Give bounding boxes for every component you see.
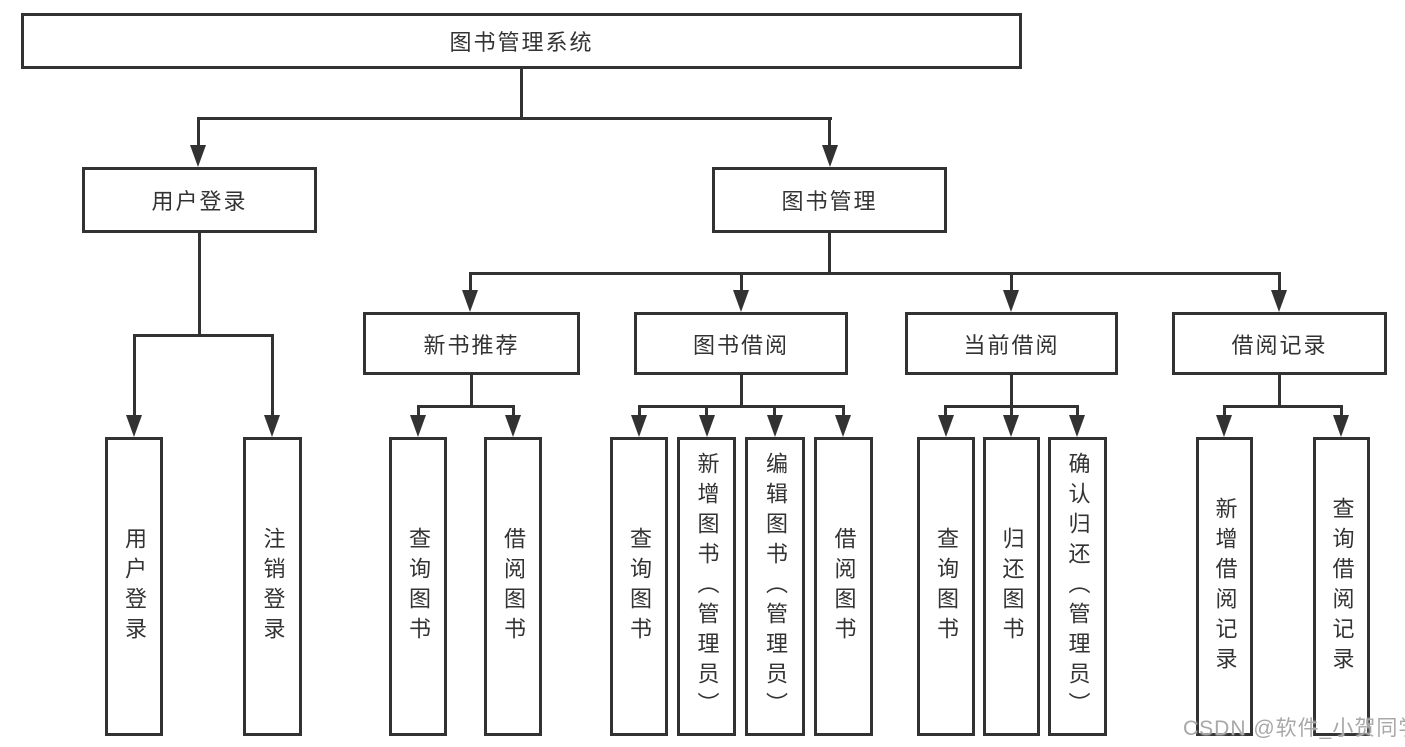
- connector-line: [271, 334, 274, 417]
- node-new-book-recommend: 新书推荐: [363, 312, 580, 375]
- arrow-down-icon: [699, 415, 715, 437]
- connector-line: [470, 374, 473, 408]
- arrow-down-icon: [938, 415, 954, 437]
- leaf-add-book-admin: 新增图书（管理员）: [677, 437, 736, 736]
- arrow-down-icon: [190, 145, 206, 167]
- connector-line: [1223, 405, 1343, 408]
- connector-line: [638, 405, 845, 408]
- connector-line: [520, 68, 523, 118]
- connector-line: [417, 405, 420, 417]
- connector-line: [705, 405, 708, 417]
- connector-line: [417, 405, 515, 408]
- connector-line: [842, 405, 845, 417]
- connector-line: [1278, 272, 1281, 292]
- arrow-down-icon: [505, 415, 521, 437]
- connector-line: [197, 117, 200, 148]
- arrow-down-icon: [126, 415, 142, 437]
- connector-line: [197, 117, 832, 120]
- node-current-borrow: 当前借阅: [905, 312, 1118, 375]
- arrow-down-icon: [733, 290, 749, 312]
- connector-line: [1076, 405, 1079, 417]
- leaf-borrow-book-recommend: 借阅图书: [484, 437, 542, 736]
- node-user-login: 用户登录: [82, 167, 317, 233]
- connector-line: [1340, 405, 1343, 417]
- arrow-down-icon: [1333, 415, 1349, 437]
- connector-line: [198, 232, 201, 336]
- arrow-down-icon: [462, 290, 478, 312]
- arrow-down-icon: [410, 415, 426, 437]
- connector-line: [133, 334, 273, 337]
- node-book-borrow: 图书借阅: [634, 312, 848, 375]
- leaf-add-borrow-record: 新增借阅记录: [1196, 437, 1253, 736]
- arrow-down-icon: [767, 415, 783, 437]
- node-borrow-records: 借阅记录: [1172, 312, 1387, 375]
- leaf-edit-book-admin: 编辑图书（管理员）: [745, 437, 805, 736]
- connector-line: [1223, 405, 1226, 417]
- connector-line: [469, 272, 1281, 275]
- connector-line: [1010, 405, 1013, 417]
- connector-line: [944, 405, 947, 417]
- arrow-down-icon: [1216, 415, 1232, 437]
- connector-line: [469, 272, 472, 292]
- arrow-down-icon: [822, 145, 838, 167]
- arrow-down-icon: [264, 415, 280, 437]
- arrow-down-icon: [835, 415, 851, 437]
- leaf-logout: 注销登录: [243, 437, 302, 736]
- arrow-down-icon: [1003, 415, 1019, 437]
- arrow-down-icon: [631, 415, 647, 437]
- node-book-management: 图书管理: [712, 167, 947, 233]
- leaf-borrow-book: 借阅图书: [814, 437, 873, 736]
- node-root-system: 图书管理系统: [21, 13, 1022, 69]
- arrow-down-icon: [1271, 290, 1287, 312]
- connector-line: [133, 334, 136, 417]
- leaf-return-book: 归还图书: [983, 437, 1040, 736]
- connector-line: [1278, 374, 1281, 408]
- leaf-confirm-return-admin: 确认归还（管理员）: [1048, 437, 1107, 736]
- leaf-query-book-borrow: 查询图书: [610, 437, 668, 736]
- connector-line: [828, 117, 831, 148]
- leaf-query-book-current: 查询图书: [917, 437, 975, 736]
- leaf-user-login: 用户登录: [105, 437, 163, 736]
- connector-line: [1010, 272, 1013, 292]
- connector-line: [828, 232, 831, 274]
- connector-line: [638, 405, 641, 417]
- arrow-down-icon: [1069, 415, 1085, 437]
- leaf-query-book-recommend: 查询图书: [389, 437, 447, 736]
- arrow-down-icon: [1003, 290, 1019, 312]
- connector-line: [773, 405, 776, 417]
- leaf-query-borrow-record: 查询借阅记录: [1313, 437, 1370, 736]
- csdn-watermark: CSDN @软件_小贺同学: [1183, 717, 1405, 740]
- connector-line: [740, 272, 743, 292]
- connector-line: [1010, 374, 1013, 408]
- connector-line: [740, 374, 743, 408]
- connector-line: [512, 405, 515, 417]
